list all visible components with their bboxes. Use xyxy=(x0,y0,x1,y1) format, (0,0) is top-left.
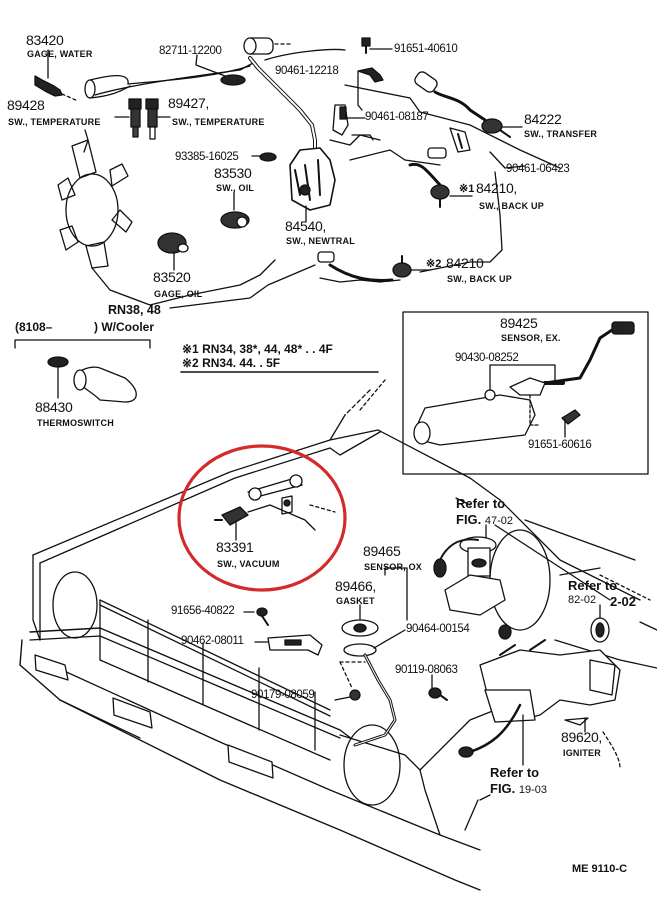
part-number-90461-12218: 90461-12218 xyxy=(275,65,339,77)
vacuum-switch-part xyxy=(214,474,336,541)
vehicle-body xyxy=(19,379,657,891)
small-bolts xyxy=(243,607,448,701)
part-number-88430: 88430 xyxy=(35,399,73,415)
part-number-90464-00154: 90464-00154 xyxy=(406,623,470,635)
note-1-mark: ※1 xyxy=(182,342,199,356)
part-number-89427: 89427, xyxy=(168,95,210,111)
cooling-fan xyxy=(57,139,151,306)
note-2-text: RN34. 44. . 5F xyxy=(202,356,281,370)
part-name-sw-transfer: SW., TRANSFER xyxy=(524,129,598,139)
reference-fig-19-03-label: Refer to xyxy=(490,765,540,780)
temperature-switches xyxy=(114,98,171,140)
part-name-sw-oil: SW., OIL xyxy=(216,183,255,193)
part-number-89466: 89466, xyxy=(335,578,377,594)
gage-water-part xyxy=(34,49,79,102)
part-number-90430-08252: 90430-08252 xyxy=(455,352,519,364)
part-name-sensor-ex: SENSOR, EX. xyxy=(501,333,561,343)
clamp-82-02 xyxy=(498,604,610,643)
reference-82-02-label: Refer to xyxy=(568,578,618,593)
part-name-gasket: GASKET xyxy=(336,596,375,606)
backup-switch-2 xyxy=(317,251,431,282)
hose xyxy=(84,74,131,99)
reference-fig-19-03-fig: FIG. xyxy=(490,781,516,796)
bracket-parts xyxy=(332,37,393,141)
part-number-91656-40822: 91656-40822 xyxy=(171,605,235,617)
model-rn38-48: RN38, 48 xyxy=(108,303,161,317)
diagram-code: ME 9110-C xyxy=(572,863,628,875)
plug-93385 xyxy=(251,152,277,162)
reference-fig-19-03[interactable]: FIG. 19-03 xyxy=(490,782,547,796)
exhaust-sensor-inset xyxy=(402,311,649,475)
part-number-84210-1: 84210, xyxy=(476,180,518,196)
part-name-sw-back-up-2: SW., BACK UP xyxy=(447,274,512,284)
transfer-switch-part xyxy=(414,71,523,138)
part-number-90461-06423: 90461-06423 xyxy=(506,163,570,175)
note-1-text: RN34, 38*, 44, 48* . . 4F xyxy=(202,342,333,356)
oil-switch-part xyxy=(220,191,250,229)
part-name-sensor-ox: SENSOR, OX xyxy=(364,562,423,572)
part-number-82711-12200: 82711-12200 xyxy=(159,45,222,57)
note-2-mark: ※2 xyxy=(182,356,199,370)
reference-2-02[interactable]: 2-02 xyxy=(610,594,637,609)
note-mark-1: ※1 xyxy=(459,183,475,195)
reference-fig-19-03-num: 19-03 xyxy=(518,784,548,796)
part-number-89425: 89425 xyxy=(500,315,538,331)
part-number-89428: 89428 xyxy=(7,97,45,113)
part-number-83520: 83520 xyxy=(153,269,191,285)
part-name-sw-back-up-1: SW., BACK UP xyxy=(479,201,544,211)
part-name-thermoswitch: THERMOSWITCH xyxy=(37,418,114,428)
part-name-gage-water: GAGE, WATER xyxy=(27,49,93,59)
rn38-leader xyxy=(169,264,316,309)
neutral-switch-part xyxy=(289,147,336,223)
oil-gage-part xyxy=(157,232,189,271)
part-number-84210-2: 84210 xyxy=(446,255,484,271)
part-number-90119-08063: 90119-08063 xyxy=(395,664,458,676)
igniter-assembly xyxy=(458,639,621,769)
part-name-sw-temperature-89428: SW., TEMPERATURE xyxy=(8,117,101,127)
reference-fig-47-02-num: 47-02 xyxy=(484,515,514,527)
part-number-90462-08011: 90462-08011 xyxy=(181,635,244,647)
reference-fig-47-02[interactable]: FIG. 47-02 xyxy=(456,513,513,527)
part-number-90461-08187: 90461-08187 xyxy=(365,111,429,123)
thermoswitch-part xyxy=(47,356,137,403)
clamp-06423 xyxy=(449,127,526,169)
part-number-89465: 89465 xyxy=(363,543,401,559)
part-number-90179-08059: 90179-08059 xyxy=(251,689,315,701)
master-cylinder xyxy=(433,524,551,631)
part-name-gage-oil: GAGE, OIL xyxy=(154,289,203,299)
part-name-sw-temperature-89427: SW., TEMPERATURE xyxy=(172,117,265,127)
part-number-93385-16025: 93385-16025 xyxy=(175,151,239,163)
part-name-igniter: IGNITER xyxy=(563,748,601,758)
highlight-circle xyxy=(177,444,347,592)
part-number-91651-60616: 91651-60616 xyxy=(528,439,592,451)
part-number-84222: 84222 xyxy=(524,111,562,127)
part-number-89620: 89620, xyxy=(561,729,603,745)
oxygen-sensor-part xyxy=(334,567,408,747)
backup-switch-1 xyxy=(408,147,473,208)
note-mark-2: ※2 xyxy=(426,258,442,270)
reference-leaders xyxy=(455,497,636,831)
note-2: ※2 RN34. 44. . 5F xyxy=(182,357,280,369)
part-number-83530: 83530 xyxy=(214,165,252,181)
part-number-91651-40610: 91651-40610 xyxy=(394,43,458,55)
part-number-83420: 83420 xyxy=(26,32,64,48)
part-number-83391: 83391 xyxy=(216,539,254,555)
reference-82-02[interactable]: 82-02 xyxy=(568,594,597,606)
w-cooler-label: ) W/Cooler xyxy=(94,320,154,334)
note-1: ※1 RN34, 38*, 44, 48* . . 4F xyxy=(182,343,333,355)
w-cooler-bracket xyxy=(14,339,151,349)
reference-fig-47-02-fig: FIG. xyxy=(456,512,482,527)
part-name-sw-vacuum: SW., VACUUM xyxy=(217,559,280,569)
vacuum-pipe xyxy=(195,37,317,152)
w-cooler-date-prefix: (8108– xyxy=(15,320,53,334)
part-number-84540: 84540, xyxy=(285,218,327,234)
upper-harness xyxy=(83,48,561,306)
part-name-sw-newtral: SW., NEWTRAL xyxy=(286,236,355,246)
reference-fig-47-02-label: Refer to xyxy=(456,496,506,511)
